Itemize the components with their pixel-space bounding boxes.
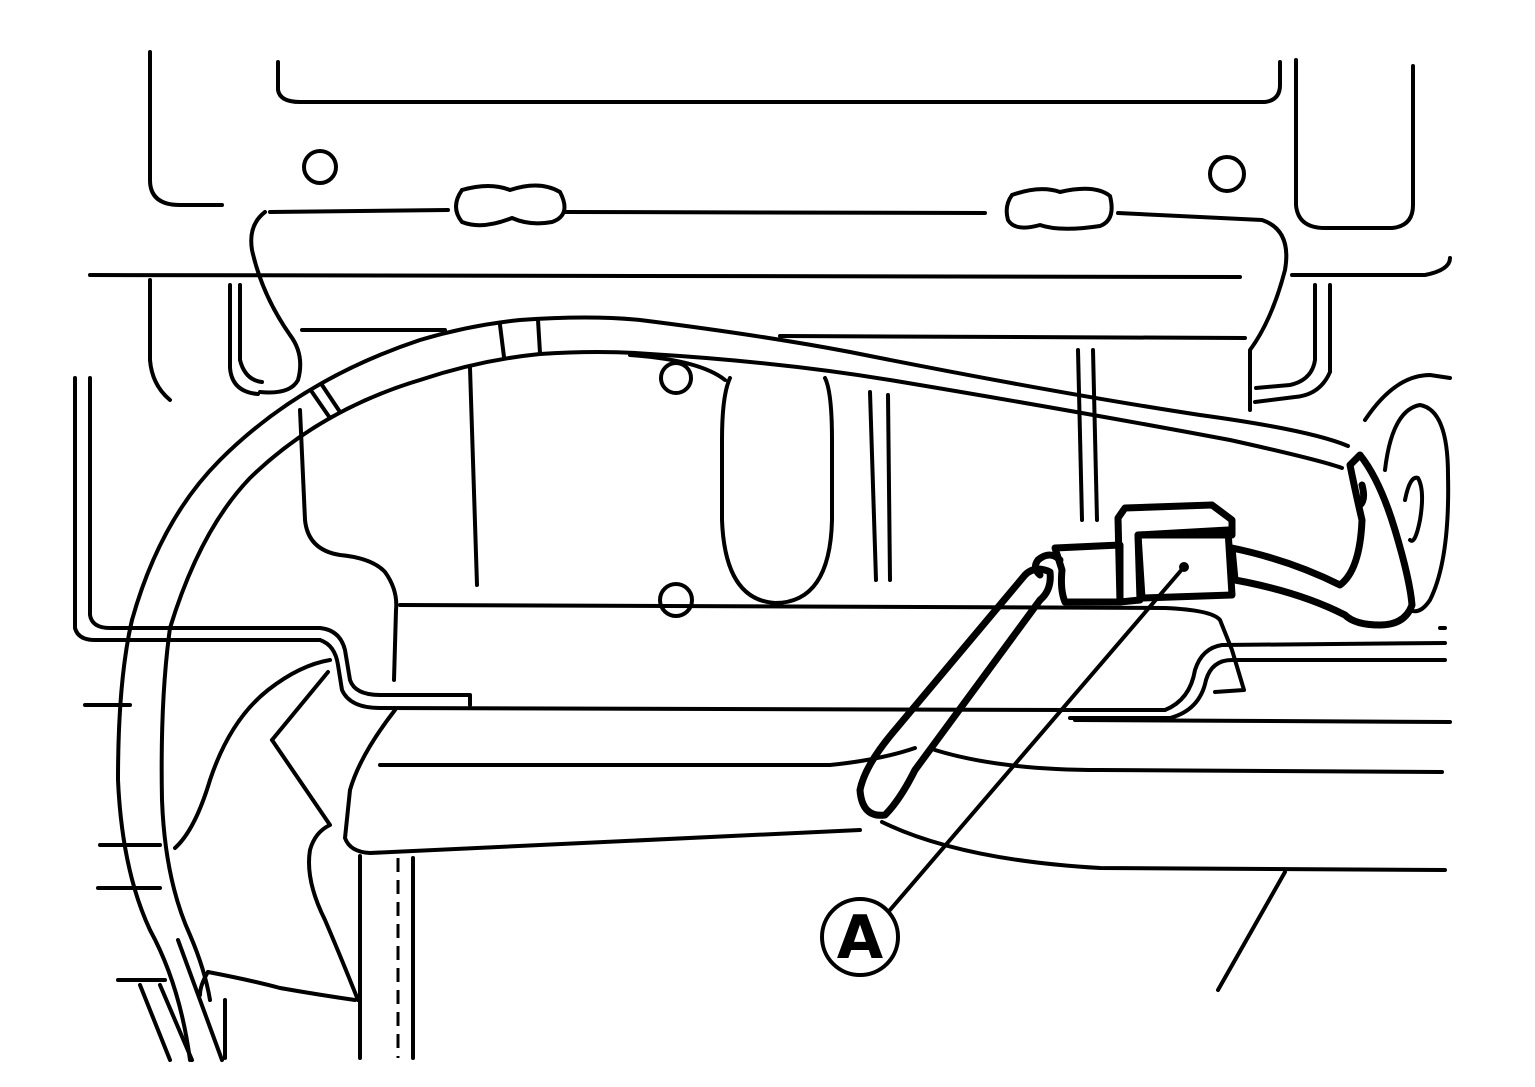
callout-a-leader-line xyxy=(888,565,1186,912)
tank-cover xyxy=(298,348,1246,694)
callout-a-label: A xyxy=(837,903,884,973)
callout-a: A xyxy=(820,562,1189,977)
left-suspension xyxy=(173,658,415,1060)
sensor-harness-a xyxy=(856,451,1416,819)
wire-harness xyxy=(116,315,1350,1062)
right-hub xyxy=(1363,373,1452,614)
floor-panel xyxy=(148,50,1415,230)
left-frame xyxy=(73,376,1072,1062)
crossmember xyxy=(88,183,1452,412)
callout-a-circle xyxy=(820,897,900,977)
